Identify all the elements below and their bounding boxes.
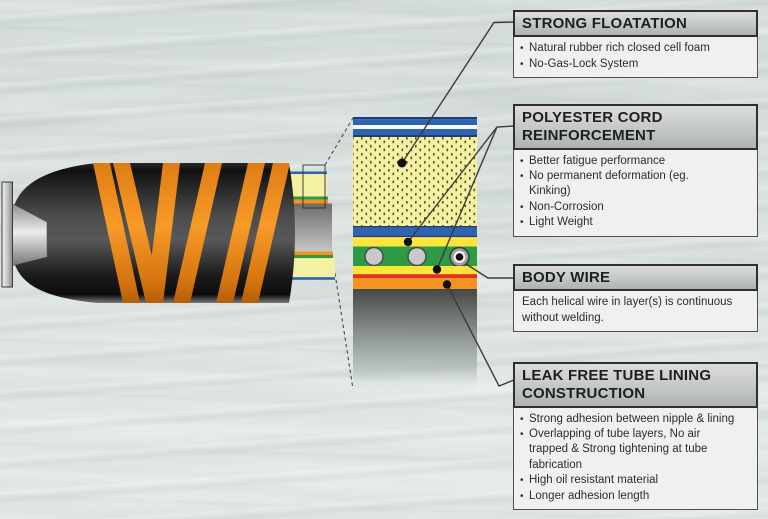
body-wire-circle xyxy=(407,246,427,267)
callout-bullet-item: •No-Gas-Lock System xyxy=(520,57,639,70)
callout-body: •Strong adhesion between nipple & lining… xyxy=(513,407,758,511)
callout-text: Each helical wire in layer(s) is continu… xyxy=(522,296,733,324)
bullet-icon: • xyxy=(520,43,524,55)
bullet-icon: • xyxy=(520,413,524,425)
cord-layer-lower xyxy=(353,266,477,275)
callout-body-wire: BODY WIRE Each helical wire in layer(s) … xyxy=(513,264,758,333)
callout-strong-floatation: STRONG FLOATATION •Natural rubber rich c… xyxy=(513,10,758,79)
body-wire-circle xyxy=(364,246,384,267)
bullet-icon: • xyxy=(520,490,524,502)
callout-dots xyxy=(397,158,452,289)
callout-body: Each helical wire in layer(s) is continu… xyxy=(513,291,758,333)
hose-end-cutaway xyxy=(288,171,335,280)
callout-bullet-item: •Natural rubber rich closed cell foam xyxy=(520,42,710,55)
callout-leak-free-tube-lining: LEAK FREE TUBE LINING CONSTRUCTION •Stro… xyxy=(513,362,758,511)
callout-bullet-item: •Longer adhesion length xyxy=(520,489,650,502)
cord-layer-upper xyxy=(353,237,477,247)
callout-leader-lines xyxy=(401,21,515,387)
hose-orange-stripes xyxy=(93,163,290,303)
cord-upper-callout-dot xyxy=(403,237,413,247)
lining-callout-dot xyxy=(442,280,452,289)
callout-bullet-item: •Non-Corrosion xyxy=(520,200,604,213)
tube-lining-red xyxy=(353,274,477,279)
tube-lining-orange xyxy=(353,278,477,289)
callout-body: •Better fatigue performance •No permanen… xyxy=(513,149,758,237)
callout-polyester-cord-reinforcement: POLYESTER CORD REINFORCEMENT •Better fat… xyxy=(513,104,758,237)
callout-bullet-item: •Better fatigue performance xyxy=(520,154,666,167)
callout-title: POLYESTER CORD REINFORCEMENT xyxy=(513,104,758,150)
hose-flange xyxy=(1,181,13,288)
zoom-source-rect xyxy=(302,164,326,209)
callout-bullet-item: •Overlapping of tube layers, No air trap… xyxy=(520,428,708,471)
callout-bullet-item: •Light Weight xyxy=(520,216,593,229)
bullet-icon: • xyxy=(520,155,524,167)
callout-bullet-item: •Strong adhesion between nipple & lining xyxy=(520,412,735,425)
callout-bullet-item: •No permanent deformation (eg. Kinking) xyxy=(520,170,689,198)
bullet-icon: • xyxy=(520,475,524,487)
foam-callout-dot xyxy=(397,158,407,168)
inner-rubber-body xyxy=(353,289,477,389)
bullet-icon: • xyxy=(520,58,524,70)
callout-bullet-item: •High oil resistant material xyxy=(520,474,659,487)
callout-body: •Natural rubber rich closed cell foam •N… xyxy=(513,37,758,79)
bullet-icon: • xyxy=(520,171,524,182)
enlarged-cross-section xyxy=(353,117,477,389)
bullet-icon: • xyxy=(520,429,524,440)
cord-lower-callout-dot xyxy=(432,265,442,274)
callout-title: BODY WIRE xyxy=(513,264,758,292)
callout-title: LEAK FREE TUBE LINING CONSTRUCTION xyxy=(513,362,758,408)
bullet-icon: • xyxy=(520,217,524,229)
callout-title: STRONG FLOATATION xyxy=(513,10,758,38)
bullet-icon: • xyxy=(520,201,524,213)
body-wire-callout-dot xyxy=(455,253,464,261)
magnification-guides xyxy=(324,117,354,390)
